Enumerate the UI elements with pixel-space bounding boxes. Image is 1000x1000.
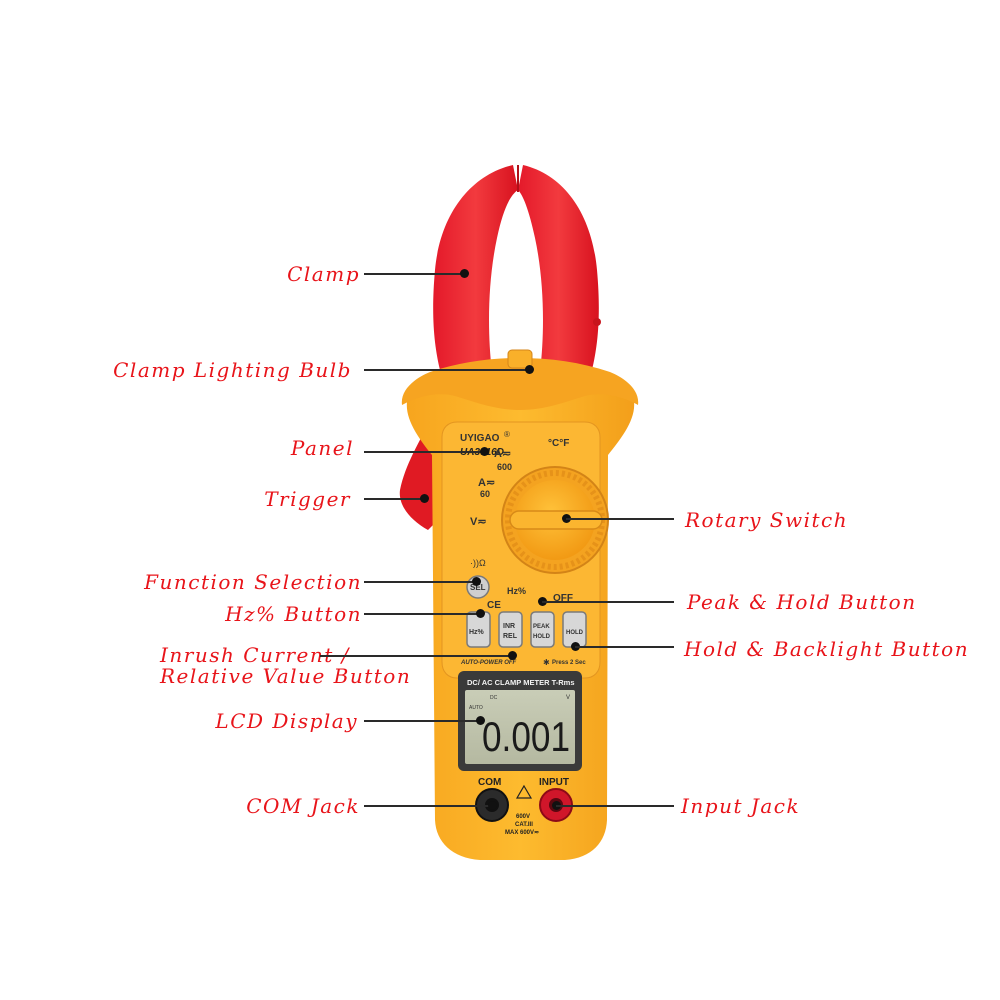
callout-input-jack: Input Jack — [681, 794, 801, 818]
leader-lcd-display — [364, 720, 480, 722]
callout-clamp: Clamp — [287, 262, 360, 286]
left-jaw — [433, 165, 518, 372]
head-collar — [401, 358, 639, 410]
leader-com-jack — [364, 805, 492, 807]
brand-text: UYIGAO — [460, 433, 500, 444]
dot-trigger — [420, 494, 429, 503]
lcd-unit: V — [566, 695, 570, 701]
dot-com-jack — [488, 801, 497, 810]
peak-button-shape — [530, 611, 555, 648]
dial-a600-symbol: A≂ — [494, 448, 511, 460]
leader-panel — [364, 451, 484, 453]
dot-hz-button — [476, 609, 485, 618]
sel-label: SEL — [470, 583, 486, 592]
leader-trigger — [364, 498, 424, 500]
input-label: INPUT — [539, 777, 569, 788]
ce-mark: CE — [487, 600, 501, 611]
clamp-jaws — [433, 165, 601, 372]
lcd-header: DC/ AC CLAMP METER T-Rms — [467, 678, 575, 687]
peak-label-bottom: HOLD — [533, 634, 551, 640]
warning-triangle — [515, 784, 533, 799]
com-label: COM — [478, 777, 501, 788]
dot-panel — [480, 447, 489, 456]
peak-label-top: PEAK — [533, 624, 550, 630]
callout-rotary-switch: Rotary Switch — [685, 508, 849, 532]
dial-volt: V≂ — [470, 516, 487, 528]
lcd-screen — [465, 690, 575, 764]
dot-inrush-current — [508, 651, 517, 660]
dot-clamp-lighting-bulb — [525, 365, 534, 374]
dot-lcd-display — [476, 716, 485, 725]
lcd-dc: DC — [490, 695, 498, 701]
backlight-star-icon: ✱ — [543, 658, 550, 667]
dot-function-selection — [472, 577, 481, 586]
leader-peak-hold-button — [542, 601, 674, 603]
callout-trigger: Trigger — [264, 487, 351, 511]
leader-clamp — [364, 273, 464, 275]
callout-panel: Panel — [290, 436, 354, 460]
callout-inrush-current: Inrush Current / Relative Value Button — [160, 645, 411, 687]
registered-mark: ® — [504, 430, 510, 439]
auto-power-off-text: AUTO-POWER OFF — [460, 660, 517, 666]
knob-grip — [509, 510, 603, 530]
hold-label: HOLD — [566, 630, 584, 636]
callout-hz-button: Hz% Button — [225, 602, 362, 626]
inr-label-top: INR — [503, 623, 515, 630]
hz-button-label: Hz% — [469, 629, 485, 636]
leader-hz-button — [364, 613, 480, 615]
continuity-symbols-icon: ·))Ω — [470, 558, 486, 568]
leader-clamp-lighting-bulb — [364, 369, 529, 371]
dial-hz: Hz% — [507, 586, 526, 596]
leader-hold-backlight-button — [575, 646, 674, 648]
press-2-sec-text: Press 2 Sec — [552, 660, 586, 666]
callout-lcd-display: LCD Display — [215, 709, 358, 733]
callout-function-selection: Function Selection — [144, 570, 362, 594]
lcd-reading: 0.001 — [482, 713, 570, 760]
bulb-housing — [507, 349, 533, 369]
inr-label-bottom: REL — [503, 633, 518, 640]
dot-clamp — [460, 269, 469, 278]
rating-2: CAT.III — [515, 822, 533, 828]
rating-3: MAX 600V≂ — [505, 830, 539, 836]
callout-hold-backlight-button: Hold & Backlight Button — [684, 637, 970, 661]
callout-com-jack: COM Jack — [246, 794, 360, 818]
rating-1: 600V — [516, 814, 530, 820]
callout-clamp-lighting-bulb: Clamp Lighting Bulb — [113, 358, 352, 382]
inr-button-shape — [498, 611, 523, 648]
dial-a600-value: 600 — [497, 462, 512, 472]
callout-peak-hold-button: Peak & Hold Button — [687, 590, 917, 614]
right-jaw — [518, 165, 599, 372]
leader-inrush-current — [320, 655, 512, 657]
leader-input-jack — [556, 805, 674, 807]
dial-off: OFF — [553, 593, 573, 604]
inrush-line-1: Inrush Current / — [160, 643, 350, 667]
lcd-auto: AUTO — [469, 705, 483, 711]
dial-temp: °C°F — [548, 438, 569, 449]
leader-function-selection — [364, 581, 476, 583]
dial-a60-symbol: A≂ — [478, 477, 495, 489]
dial-a60-value: 60 — [480, 489, 490, 499]
leader-rotary-switch — [566, 518, 674, 520]
inrush-line-2: Relative Value Button — [160, 664, 412, 688]
